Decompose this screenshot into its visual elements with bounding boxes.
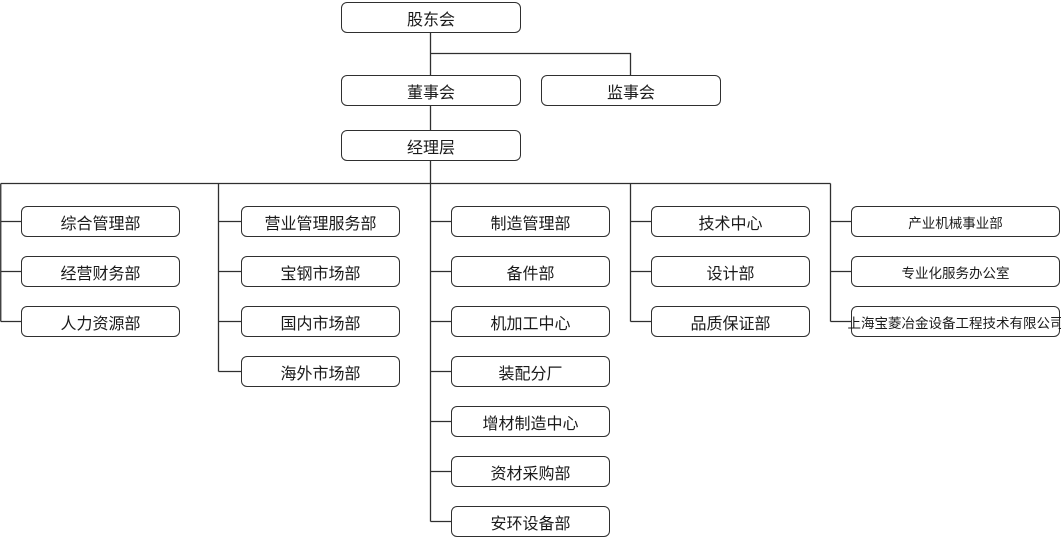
node-machining-center: 机加工中心 — [451, 306, 610, 337]
node-baosteel-market-dept: 宝钢市场部 — [241, 256, 400, 287]
node-board-of-directors: 董事会 — [341, 75, 521, 106]
connector-column-4 — [629, 183, 651, 323]
node-overseas-market-dept: 海外市场部 — [241, 356, 400, 387]
node-additive-mfg-center: 增材制造中心 — [451, 406, 610, 437]
node-materials-purchasing-dept: 资材采购部 — [451, 456, 610, 487]
node-technology-center: 技术中心 — [651, 206, 810, 237]
node-spare-parts-dept: 备件部 — [451, 256, 610, 287]
connector-column-5 — [829, 183, 851, 323]
connector-column-3 — [429, 183, 451, 523]
node-comprehensive-mgmt-dept: 综合管理部 — [21, 206, 180, 237]
node-shanghai-baoling-metallurgy-co: 上海宝菱冶金设备工程技术有限公司 — [848, 306, 1061, 337]
node-hr-dept: 人力资源部 — [21, 306, 180, 337]
node-quality-assurance-dept: 品质保证部 — [651, 306, 810, 337]
connector-shareholders-supervisory — [430, 52, 632, 75]
node-sales-mgmt-service-dept: 营业管理服务部 — [241, 206, 400, 237]
node-finance-dept: 经营财务部 — [21, 256, 180, 287]
connector-column-2 — [217, 183, 241, 373]
node-specialized-services-office: 专业化服务办公室 — [851, 256, 1060, 287]
node-design-dept: 设计部 — [651, 256, 810, 287]
node-safety-equipment-dept: 安环设备部 — [451, 506, 610, 537]
node-supervisory-board: 监事会 — [541, 75, 721, 106]
node-assembly-branch-plant: 装配分厂 — [451, 356, 610, 387]
node-management-level: 经理层 — [341, 130, 521, 161]
connector-column-1 — [0, 183, 21, 323]
node-industrial-machinery-div: 产业机械事业部 — [851, 206, 1060, 237]
node-domestic-market-dept: 国内市场部 — [241, 306, 400, 337]
node-manufacturing-mgmt-dept: 制造管理部 — [451, 206, 610, 237]
node-shareholders-meeting: 股东会 — [341, 2, 521, 33]
